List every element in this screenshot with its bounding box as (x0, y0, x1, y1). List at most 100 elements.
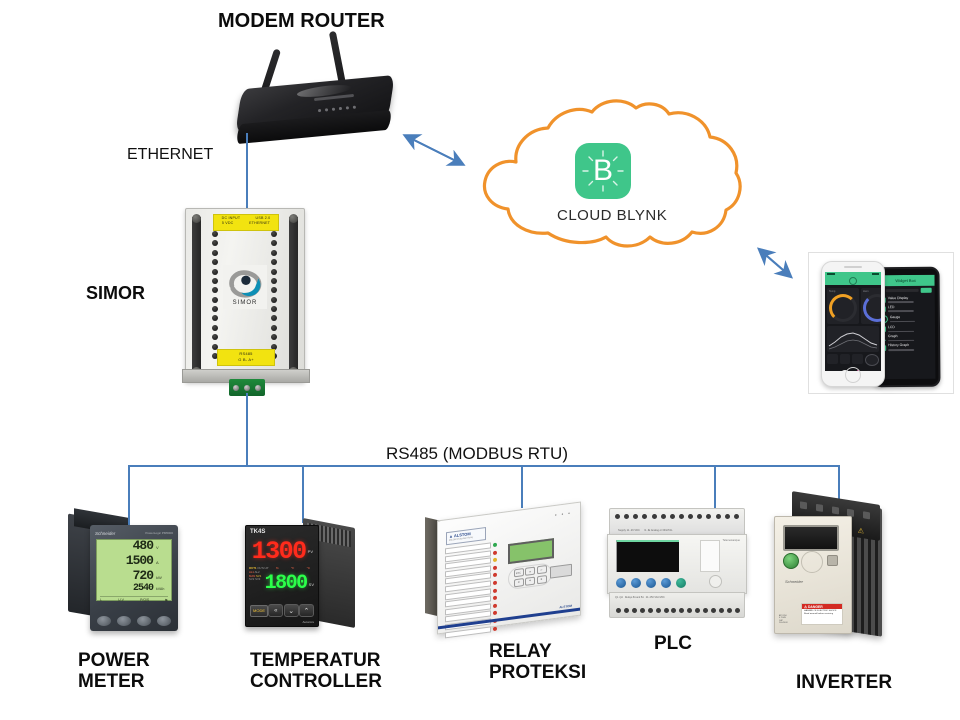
plc-device: Supply 11..26 VDC I1..IE Analog or DIGIT… (607, 508, 747, 618)
arrow-cloud-phones (756, 247, 794, 279)
simor-rs485-text: RS485 (239, 351, 253, 356)
relay-led (493, 572, 497, 578)
tk4s-front-panel: TK4S 1300 PV OUT1 OUT2 AT AL1 AL2 MAN SV… (245, 525, 319, 627)
iphone-status-bar (825, 272, 881, 276)
relay-brand-plate: ▲ ALSTOM MiCOM Protection Relay (446, 527, 486, 546)
tk4s-down-key[interactable]: ⌄ (283, 604, 299, 617)
relay-key[interactable]: ESC (513, 568, 524, 578)
lcd-status-item: L (100, 598, 102, 602)
phone-iphone: Temp Hum (821, 261, 885, 387)
plc-top-terminals (615, 514, 739, 519)
list-item: LED (877, 304, 935, 314)
widget-label: LED (887, 304, 895, 309)
softkey-3[interactable] (137, 616, 151, 626)
iphone-app-bar (825, 276, 881, 285)
relay-key[interactable]: ▼ (525, 576, 535, 586)
power-meter-bezel: Schneider PowerLogic PM5000 480 V 1500 A… (90, 525, 178, 631)
tk4s-indicator: OUT1 (249, 566, 257, 570)
plc-shift-button[interactable] (709, 575, 722, 588)
iphone-screen: Temp Hum (825, 272, 881, 371)
inverter-device: ATV R/L1 S/L2 T/L3 ⚠ Schneider ⚠ DANGER … (770, 491, 890, 648)
simor-vent-column-left (212, 231, 219, 359)
inverter-warning-triangle-icon: ⚠ (857, 527, 864, 536)
simor-bottom-label: RS485 G B- A+ (217, 349, 275, 366)
power-meter-softkey-row[interactable] (97, 616, 171, 626)
label-ethernet: ETHERNET (127, 146, 214, 163)
relay-key[interactable]: ► (536, 574, 547, 585)
cloud-caption: CLOUD BLYNK (557, 207, 668, 224)
modem-router-device (235, 30, 400, 148)
tk4s-indicator: SV2 (249, 577, 255, 582)
plc-button[interactable] (646, 578, 656, 588)
plc-button-row[interactable] (616, 578, 686, 588)
tk4s-indicator: AL2 (254, 569, 260, 574)
tk4s-left-key[interactable]: « (268, 604, 284, 617)
tk4s-indicator: SV3 (255, 577, 261, 582)
power-meter-device: Schneider PowerLogic PM5000 480 V 1500 A… (68, 508, 183, 638)
tk4s-unit: % (276, 566, 279, 570)
relay-top-marks: ● ● ● (554, 510, 572, 517)
plc-button[interactable] (616, 578, 626, 588)
simor-logo-text: SIMOR (232, 299, 258, 306)
simor-rs485-terminal (229, 379, 265, 396)
tk4s-indicator: OUT2 (257, 566, 265, 570)
iphone-gauge-row: Temp Hum (825, 285, 881, 326)
relay-keypad[interactable]: ESC ▲ ↵ ◄ ▼ ► (508, 562, 552, 591)
gauge-tile-2: Hum (861, 288, 881, 324)
plc-button-ok[interactable] (676, 578, 686, 588)
widget-label: Value Display (887, 295, 909, 300)
relay-key[interactable]: ↵ (536, 565, 547, 575)
softkey-2[interactable] (117, 616, 131, 626)
tk4s-pv-value: 1300 (251, 537, 308, 566)
tk4s-key-row[interactable]: MODE « ⌄ ⌃ (250, 604, 314, 617)
lcd-value: 2540 (132, 583, 154, 594)
label-modem-router: MODEM ROUTER (218, 10, 385, 32)
tk4s-up-key[interactable]: ⌃ (298, 604, 314, 617)
lcd-reading-row: 480 V (100, 538, 168, 553)
softkey-1[interactable] (97, 616, 111, 626)
tk4s-model-text: TK4S (250, 529, 266, 535)
tk4s-mode-key[interactable]: MODE (250, 604, 268, 617)
inverter-green-knob[interactable] (783, 553, 799, 569)
relay-led (493, 557, 497, 563)
relay-led (493, 542, 497, 548)
iphone-chart-tile (827, 326, 879, 352)
plc-button[interactable] (631, 578, 641, 588)
line-bus-to-relay-proteksi (521, 465, 523, 508)
relay-led (493, 610, 497, 616)
phones-image: Widget Box Value Display (808, 252, 954, 394)
plc-top-terminal-strip: Supply 11..26 VDC I1..IE Analog or DIGIT… (609, 508, 745, 536)
relay-led (493, 580, 497, 586)
label-simor: SIMOR (86, 283, 146, 303)
label-temperature-controller: TEMPERATUR CONTROLLER (250, 650, 382, 693)
label-rs485-bus: RS485 (MODBUS RTU) (386, 444, 568, 463)
simor-logo-icon (229, 269, 262, 298)
simor-ethernet-text: ETHERNET (249, 221, 271, 226)
inverter-mode-button[interactable] (827, 555, 838, 566)
tk4s-indicator: MAN (249, 573, 256, 578)
simor-device: DC INPUT USB 2.0 5 VDC ETHERNET SIMOR (182, 208, 310, 396)
label-plc: PLC (654, 633, 692, 654)
power-meter-brand-row: Schneider PowerLogic PM5000 (95, 529, 173, 537)
lcd-reading-row: 2540 kVAh (100, 583, 168, 594)
gauge-tile-1: Temp (827, 288, 859, 324)
blynk-rays-icon (582, 150, 624, 192)
plc-button[interactable] (661, 578, 671, 588)
simor-side-rail-right (289, 217, 298, 369)
relay-proteksi-device: ▲ ALSTOM MiCOM Protection Relay (425, 501, 585, 638)
relay-key[interactable]: ▲ (525, 566, 535, 577)
plc-lcd (616, 540, 679, 572)
softkey-4[interactable] (157, 616, 171, 626)
relay-led (493, 603, 497, 608)
relay-key[interactable]: ◄ (513, 577, 524, 588)
inverter-brand-text: Schneider (785, 579, 804, 584)
iphone-bottom-row (825, 352, 881, 368)
widget-label: Graph (888, 334, 898, 339)
tk4s-sv-display: 1800 SV (265, 573, 314, 595)
list-item: Value Display (877, 295, 935, 305)
lcd-value: 1500 (125, 553, 154, 568)
relay-lcd (508, 538, 554, 565)
